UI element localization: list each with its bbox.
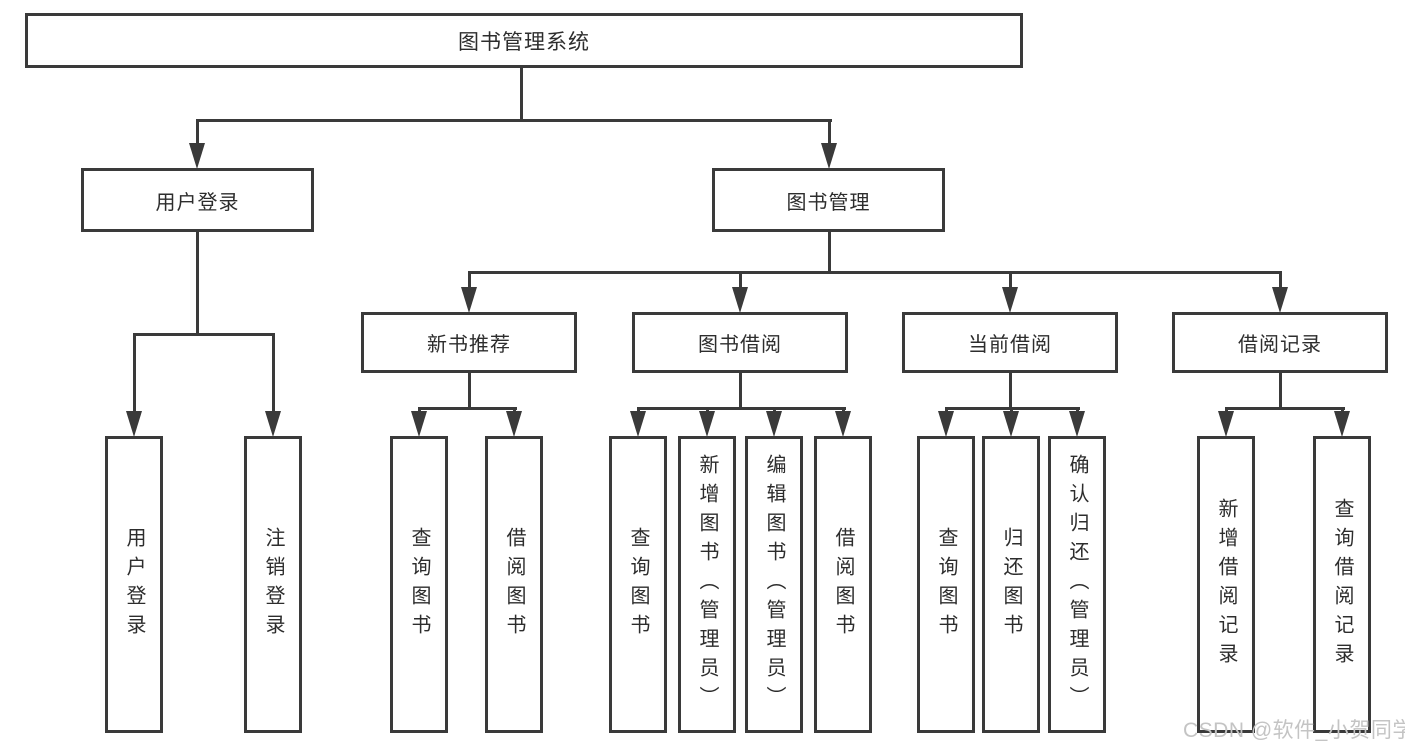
leaf-label: 注销登录 — [262, 526, 284, 643]
arrow-down-icon — [1002, 287, 1018, 313]
arrow-down-icon — [126, 411, 142, 437]
leaf-label: 查询借阅记录 — [1331, 497, 1353, 672]
arrow-down-icon — [766, 411, 782, 437]
connector-line — [468, 271, 471, 289]
leaf-label: 借阅图书 — [503, 526, 525, 643]
arrow-down-icon — [506, 411, 522, 437]
arrow-down-icon — [835, 411, 851, 437]
arrow-down-icon — [1334, 411, 1350, 437]
arrow-down-icon — [732, 287, 748, 313]
connector-line — [520, 66, 523, 122]
arrow-down-icon — [1003, 411, 1019, 437]
leaf-borrow-borrow-books: 借阅图书 — [814, 436, 872, 733]
connector-line — [739, 373, 742, 410]
connector-line — [418, 407, 517, 410]
node-book-borrow: 图书借阅 — [632, 312, 848, 373]
arrow-down-icon — [1069, 411, 1085, 437]
arrow-down-icon — [821, 143, 837, 169]
connector-line — [196, 119, 199, 146]
connector-line — [196, 119, 832, 122]
connector-line — [133, 333, 136, 413]
leaf-label: 确认归还（管理员） — [1066, 454, 1088, 715]
leaf-label: 编辑图书（管理员） — [763, 454, 785, 715]
node-new-book-recommend: 新书推荐 — [361, 312, 577, 373]
leaf-user-login: 用户登录 — [105, 436, 163, 733]
connector-line — [828, 119, 831, 146]
node-book-management: 图书管理 — [712, 168, 945, 232]
node-root-library-system: 图书管理系统 — [25, 13, 1023, 68]
leaf-label: 查询图书 — [935, 526, 957, 643]
connector-line — [133, 333, 275, 336]
leaf-borrow-add-books-admin: 新增图书（管理员） — [678, 436, 736, 733]
leaf-label: 归还图书 — [1000, 526, 1022, 643]
connector-line — [828, 232, 831, 274]
arrow-down-icon — [938, 411, 954, 437]
arrow-down-icon — [1272, 287, 1288, 313]
connector-line — [468, 373, 471, 410]
connector-line — [739, 271, 742, 289]
connector-line — [1279, 373, 1282, 410]
leaf-label: 查询图书 — [627, 526, 649, 643]
leaf-records-add-borrow-record: 新增借阅记录 — [1197, 436, 1255, 733]
connector-line — [1009, 271, 1012, 289]
leaf-logout: 注销登录 — [244, 436, 302, 733]
leaf-label: 新增图书（管理员） — [696, 454, 718, 715]
leaf-records-query-borrow-record: 查询借阅记录 — [1313, 436, 1371, 733]
connector-line — [1225, 407, 1345, 410]
arrow-down-icon — [630, 411, 646, 437]
connector-line — [468, 271, 1282, 274]
connector-line — [196, 232, 199, 335]
leaf-current-query-books: 查询图书 — [917, 436, 975, 733]
arrow-down-icon — [1218, 411, 1234, 437]
arrow-down-icon — [461, 287, 477, 313]
node-user-login: 用户登录 — [81, 168, 314, 232]
node-current-borrow: 当前借阅 — [902, 312, 1118, 373]
arrow-down-icon — [265, 411, 281, 437]
leaf-label: 用户登录 — [123, 526, 145, 643]
leaf-borrow-edit-books-admin: 编辑图书（管理员） — [745, 436, 803, 733]
leaf-recommend-borrow-books: 借阅图书 — [485, 436, 543, 733]
watermark: CSDN @软件_小贺同学 — [1183, 719, 1405, 742]
connector-line — [1279, 271, 1282, 289]
leaf-label: 借阅图书 — [832, 526, 854, 643]
leaf-current-return-books: 归还图书 — [982, 436, 1040, 733]
connector-line — [637, 407, 846, 410]
leaf-label: 查询图书 — [408, 526, 430, 643]
leaf-label: 新增借阅记录 — [1215, 497, 1237, 672]
arrow-down-icon — [699, 411, 715, 437]
leaf-recommend-query-books: 查询图书 — [390, 436, 448, 733]
arrow-down-icon — [189, 143, 205, 169]
arrow-down-icon — [411, 411, 427, 437]
node-borrow-records: 借阅记录 — [1172, 312, 1388, 373]
leaf-current-confirm-return-admin: 确认归还（管理员） — [1048, 436, 1106, 733]
connector-line — [272, 333, 275, 413]
leaf-borrow-query-books: 查询图书 — [609, 436, 667, 733]
connector-line — [1009, 373, 1012, 410]
